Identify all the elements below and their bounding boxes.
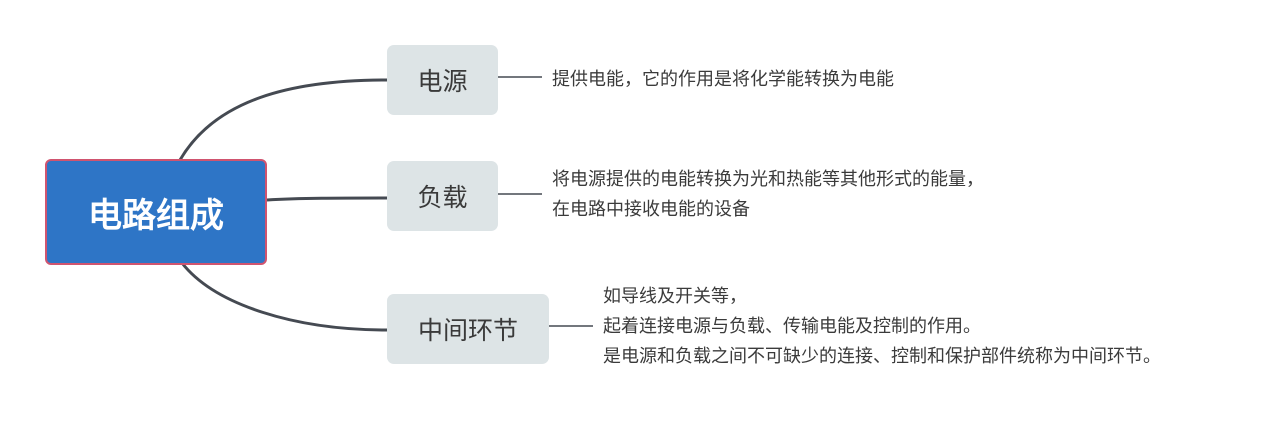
root-node[interactable]: 电路组成 [45, 159, 267, 265]
description-line: 是电源和负载之间不可缺少的连接、控制和保护部件统称为中间环节。 [603, 346, 1161, 367]
branch-node-middle[interactable]: 中间环节 [387, 294, 549, 364]
description-line: 起着连接电源与负载、传输电能及控制的作用。 [603, 316, 981, 337]
connector-root-power [178, 78, 388, 161]
description-line: 在电路中接收电能的设备 [552, 199, 750, 220]
description-line: 提供电能，它的作用是将化学能转换为电能 [552, 69, 894, 90]
description-power: 提供电能，它的作用是将化学能转换为电能 [552, 65, 894, 95]
branch-node-power[interactable]: 电源 [387, 45, 498, 115]
description-line: 将电源提供的电能转换为光和热能等其他形式的能量， [552, 169, 984, 190]
connector-root-middle [180, 262, 388, 332]
description-load: 将电源提供的电能转换为光和热能等其他形式的能量， 在电路中接收电能的设备 [552, 165, 984, 225]
branch-node-load[interactable]: 负载 [387, 161, 498, 231]
connector-root-load [266, 196, 388, 202]
description-middle: 如导线及开关等， 起着连接电源与负载、传输电能及控制的作用。 是电源和负载之间不… [603, 282, 1161, 372]
description-line: 如导线及开关等， [603, 286, 747, 307]
